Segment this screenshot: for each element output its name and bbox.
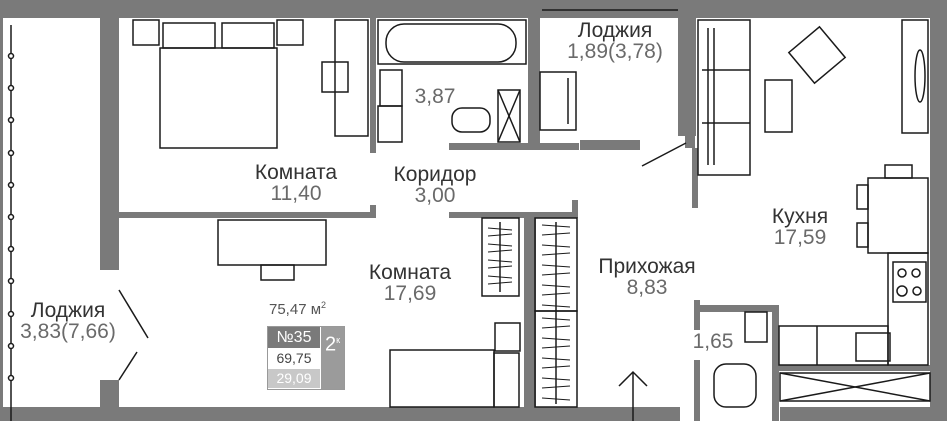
room-name: Кухня (771, 205, 829, 228)
room-label-loggia-top: Лоджия 1,89(3,78) (545, 20, 685, 62)
info-box: №35 69,75 29,09 2к (267, 326, 345, 390)
room-area: 3,00 (414, 184, 456, 207)
total-area: 75,47 м2 (269, 300, 326, 318)
room-area: 17,59 (773, 226, 827, 249)
rooms-superscript: к (336, 335, 341, 345)
unit-superscript: 2 (321, 300, 327, 310)
room-area: 17,69 (383, 282, 437, 305)
rooms-count-value: 2 (324, 333, 337, 356)
apartment-number: №35 (268, 327, 320, 348)
total-area-unit: м (310, 301, 322, 318)
room-label-living-room: Комната 17,69 (350, 262, 470, 304)
rooms-count: 2к (321, 327, 344, 389)
room-area: 3,83(7,66) (20, 320, 116, 343)
room-label-bathroom: 3,87 (400, 86, 470, 107)
room-name: Коридор (393, 163, 477, 186)
room-label-wc: 1,65 (680, 331, 746, 352)
furniture (7, 9, 931, 421)
room-name: Комната (254, 161, 338, 184)
room-area: 11,40 (270, 182, 322, 205)
room-area: 3,87 (414, 85, 456, 108)
room-area: 1,89(3,78) (567, 40, 663, 63)
room-label-corridor: Коридор 3,00 (370, 164, 500, 206)
room-area: 8,83 (626, 276, 668, 299)
room-label-kitchen: Кухня 17,59 (745, 206, 855, 248)
living-area: 69,75 (276, 350, 312, 366)
wardrobe-hangers (487, 224, 571, 401)
room-area: 1,65 (692, 330, 734, 353)
room-label-loggia-left: Лоджия 3,83(7,66) (8, 300, 128, 342)
room-label-bedroom: Комната 11,40 (236, 162, 356, 204)
total-area-value: 75,47 (269, 301, 307, 318)
room-name: Лоджия (577, 19, 653, 42)
room-name: Лоджия (30, 299, 106, 322)
room-label-hallway: Прихожая 8,83 (577, 256, 717, 298)
secondary-area: 29,09 (268, 369, 320, 388)
room-name: Комната (368, 261, 452, 284)
room-name: Прихожая (598, 255, 696, 278)
